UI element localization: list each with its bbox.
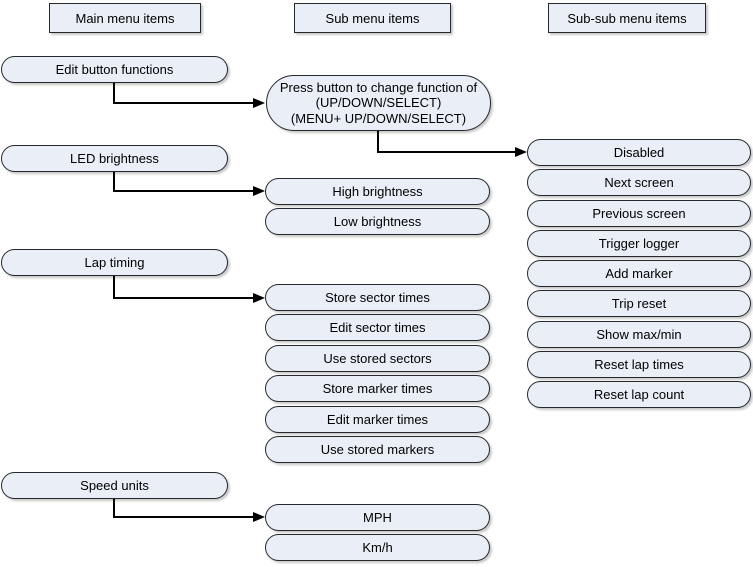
press-box-line-2: (UP/DOWN/SELECT) — [315, 95, 442, 111]
press-box-line-1: Press button to change function of — [279, 79, 478, 95]
node-reset-lap-times: Reset lap times — [527, 351, 751, 378]
node-low-brightness: Low brightness — [265, 208, 490, 235]
connector-press-button-vertical — [377, 131, 379, 152]
node-speed-units: Speed units — [1, 472, 228, 499]
arrowhead-to-store-sector-times — [253, 293, 265, 303]
column-header-sub-menu: Sub menu items — [294, 3, 451, 33]
connector-edit-button-vertical — [113, 83, 115, 103]
column-header-main-menu: Main menu items — [49, 3, 201, 33]
arrowhead-to-high-brightness — [253, 186, 265, 196]
connector-speed-vertical — [113, 499, 115, 518]
node-store-sector-times: Store sector times — [265, 284, 490, 311]
node-lap-timing: Lap timing — [1, 249, 228, 276]
node-add-marker: Add marker — [527, 260, 751, 287]
node-store-marker-times: Store marker times — [265, 375, 490, 402]
arrowhead-to-disabled — [515, 147, 527, 157]
node-high-brightness: High brightness — [265, 178, 490, 205]
node-show-max-min: Show max/min — [527, 321, 751, 348]
node-led-brightness: LED brightness — [1, 145, 228, 172]
node-next-screen: Next screen — [527, 169, 751, 196]
connector-lap-horizontal — [113, 297, 253, 299]
connector-press-button-horizontal — [377, 151, 515, 153]
connector-edit-button-horizontal — [113, 102, 253, 104]
connector-speed-horizontal — [113, 516, 253, 518]
node-trigger-logger: Trigger logger — [527, 230, 751, 257]
node-use-stored-sectors: Use stored sectors — [265, 345, 490, 372]
node-edit-button-functions: Edit button functions — [1, 56, 228, 83]
node-previous-screen: Previous screen — [527, 200, 751, 227]
node-reset-lap-count: Reset lap count — [527, 381, 751, 408]
column-header-sub-sub-menu: Sub-sub menu items — [548, 3, 706, 33]
arrowhead-to-press-button — [253, 98, 265, 108]
node-disabled: Disabled — [527, 139, 751, 166]
node-mph: MPH — [265, 504, 490, 531]
arrowhead-to-mph — [253, 512, 265, 522]
connector-led-vertical — [113, 172, 115, 192]
node-kmh: Km/h — [265, 534, 490, 561]
node-trip-reset: Trip reset — [527, 290, 751, 317]
connector-lap-vertical — [113, 276, 115, 299]
node-press-button-to-change-function: Press button to change function of (UP/D… — [266, 75, 491, 131]
node-edit-marker-times: Edit marker times — [265, 406, 490, 433]
node-use-stored-markers: Use stored markers — [265, 436, 490, 463]
node-edit-sector-times: Edit sector times — [265, 314, 490, 341]
press-box-line-3: (MENU+ UP/DOWN/SELECT) — [290, 110, 467, 126]
connector-led-horizontal — [113, 190, 253, 192]
